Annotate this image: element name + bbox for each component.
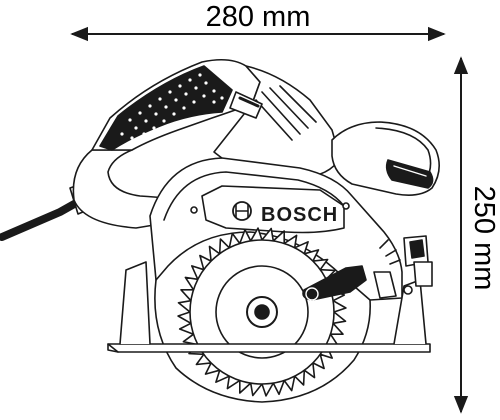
bosch-logo-armature xyxy=(235,204,249,218)
power-cord xyxy=(0,199,80,241)
depth-lever-pivot xyxy=(305,287,319,301)
bevel-scale xyxy=(379,239,401,265)
guard-screw-2 xyxy=(342,202,350,210)
bevel-screw xyxy=(403,285,413,295)
base-frame-left xyxy=(119,261,151,345)
guard-screw-1 xyxy=(190,206,198,214)
bevel-knob xyxy=(409,239,425,259)
height-dimension-label: 250 mm xyxy=(468,186,500,291)
brand-label: BOSCH xyxy=(261,204,338,226)
motor-ribs xyxy=(255,85,317,141)
circular-saw-drawing: BOSCH xyxy=(0,58,440,403)
bevel-tab xyxy=(413,261,433,287)
guard-inner-edge xyxy=(163,171,345,221)
arbor-bolt xyxy=(254,304,270,320)
height-dimension: 250 mm xyxy=(453,56,500,414)
front-knob-grip-line xyxy=(393,165,427,177)
base-plate xyxy=(107,343,431,353)
handle-trigger-guard xyxy=(229,91,263,119)
base-plate-lip xyxy=(107,343,119,353)
base-frame-right xyxy=(393,279,427,345)
bosch-logo: BOSCH xyxy=(232,201,338,226)
logo-plate xyxy=(201,185,345,234)
grip-dots xyxy=(120,73,224,140)
width-dimension-label: 280 mm xyxy=(206,1,311,33)
width-dimension: 280 mm xyxy=(70,1,446,42)
front-guide xyxy=(373,271,397,299)
switch-lock xyxy=(238,96,260,108)
